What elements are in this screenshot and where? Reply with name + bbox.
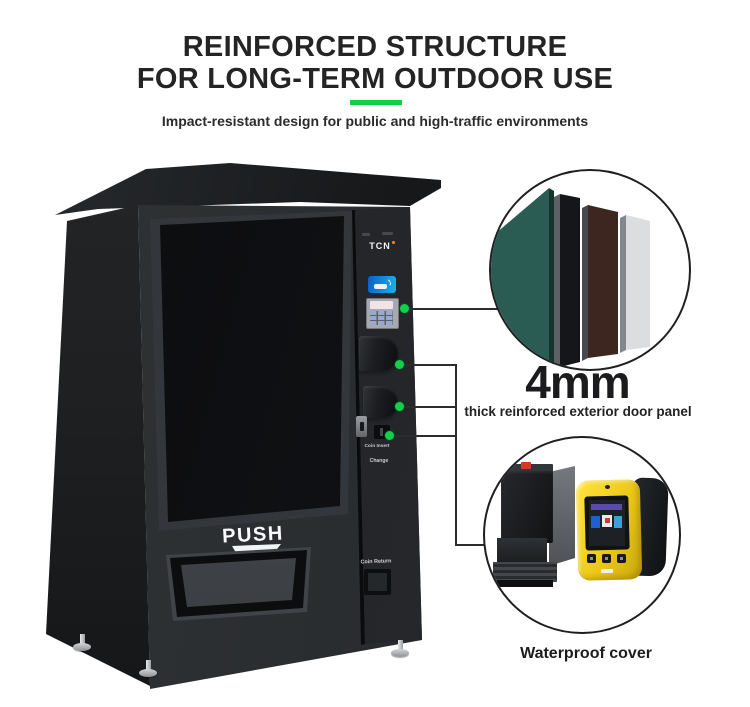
panel-layer-white: [626, 215, 650, 350]
callout-line-door-panel: [406, 308, 498, 310]
panel-layer-black: [560, 194, 580, 367]
callout-line-lower-cover: [401, 406, 456, 408]
door-lock: [356, 416, 367, 437]
page-title-line1: REINFORCED STRUCTURE: [182, 31, 568, 63]
callout-line-upper-cover: [401, 364, 456, 366]
keypad-keys: [370, 311, 393, 325]
vent-slot: [382, 232, 393, 235]
keypad-screen: [370, 301, 393, 309]
spec-description: thick reinforced exterior door panel: [464, 404, 692, 419]
panel-layer-edge: [620, 215, 626, 353]
terminal-button: [602, 554, 611, 563]
page-subtitle: Impact-resistant design for public and h…: [161, 113, 589, 129]
brand-logo-text: TCN: [369, 241, 391, 251]
contactless-card-reader: [368, 276, 396, 293]
callout-marker: [395, 360, 404, 369]
vent-slot: [362, 233, 370, 236]
change-label: Change: [369, 458, 389, 464]
coin-acceptor-body: [501, 471, 553, 543]
leveling-foot: [390, 640, 410, 660]
coin-return-opening: [368, 573, 387, 591]
callout-line-vertical: [455, 364, 457, 546]
coin-insert-label: Coin Insert: [364, 443, 390, 449]
coin-acceptor-base: [493, 562, 557, 582]
brand-logo: TCN: [364, 241, 400, 251]
leveling-foot: [72, 634, 92, 654]
panel-layer-teal-edge: [549, 188, 554, 369]
spec-headline: 4mm: [525, 356, 630, 408]
coin-slot-opening: [380, 428, 383, 436]
title-accent-underline: [350, 100, 402, 105]
door-panel-detail-circle: [489, 169, 691, 371]
coin-acceptor-lip: [497, 580, 553, 587]
callout-line-to-circle: [455, 544, 487, 546]
panel-layer-brown: [588, 205, 618, 358]
waterproof-cover-upper: [359, 336, 398, 371]
device-caption: Waterproof cover: [520, 645, 652, 662]
callout-marker: [385, 431, 394, 440]
page-title-line2: FOR LONG-TERM OUTDOOR USE: [136, 63, 614, 95]
coin-return-door: [364, 569, 391, 595]
callout-marker: [395, 402, 404, 411]
terminal-label: [601, 569, 613, 573]
logo-accent-dot: [391, 241, 395, 244]
card-icon: [374, 284, 387, 289]
screen-card-logo: [614, 516, 622, 528]
leveling-foot: [138, 660, 158, 680]
screen-card-logo: [602, 515, 612, 527]
terminal-button: [617, 554, 626, 563]
callout-line-coin-slot: [391, 435, 456, 437]
screen-card-logo: [591, 516, 600, 528]
coin-acceptor-step: [497, 538, 547, 564]
payment-devices-detail-circle: [483, 436, 681, 634]
panel-layer-edge: [554, 194, 560, 369]
callout-marker: [400, 304, 409, 313]
terminal-button: [587, 554, 596, 563]
panel-layer-edge: [582, 205, 588, 361]
coin-acceptor-side: [549, 466, 575, 566]
keypad: [366, 298, 399, 329]
screen-card-logo-dot: [604, 518, 610, 523]
coin-acceptor-red-button: [521, 462, 531, 469]
lock-keyhole: [360, 422, 364, 431]
push-label: PUSH: [221, 522, 285, 548]
waterproof-cover-lower: [363, 386, 398, 418]
screen-banner: [591, 504, 622, 510]
card-terminal-camera: [605, 485, 610, 489]
